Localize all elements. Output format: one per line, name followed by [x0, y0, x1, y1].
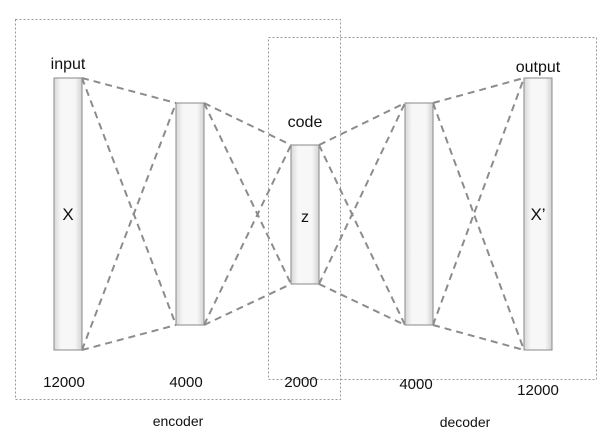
connection-decoder-to-output-bottom-bottom: [432, 324, 525, 351]
connection-encoder-to-code-top-top: [203, 102, 292, 146]
connection-encoder-to-code-top-bottom: [203, 102, 292, 285]
connection-code-to-decoder-bottom-top: [318, 102, 406, 285]
connection-code-to-decoder-top-top: [318, 102, 406, 146]
input-layer-size: 12000: [43, 374, 85, 391]
output-layer-box: [523, 77, 553, 351]
connection-code-to-decoder-bottom-bottom: [318, 283, 406, 326]
code-layer-box: [290, 144, 320, 285]
output-layer-title: output: [516, 59, 561, 76]
connection-lines: [81, 77, 525, 351]
connection-input-to-encoder-bottom-top: [81, 102, 177, 351]
connection-encoder-to-code-bottom-bottom: [203, 283, 292, 326]
code-symbol: z: [301, 209, 309, 226]
decoder-hidden-layer-size: 4000: [399, 376, 432, 393]
decoder-region: [268, 37, 597, 380]
connection-decoder-to-output-bottom-top: [432, 77, 525, 326]
encoder-region: [15, 19, 341, 400]
output-layer-size: 12000: [517, 382, 559, 399]
connection-decoder-to-output-top-top: [432, 77, 525, 104]
connection-decoder-to-output-top-bottom: [432, 102, 525, 351]
encoder-hidden-layer-size: 4000: [169, 374, 202, 391]
connection-encoder-to-code-bottom-top: [203, 144, 292, 326]
encoder-label: encoder: [153, 413, 204, 429]
encoder-hidden-layer-box: [175, 102, 205, 326]
input-layer-title: input: [51, 56, 86, 73]
decoder-hidden-layer-box: [404, 102, 434, 326]
input-symbol: X: [62, 205, 73, 224]
output-symbol: X’: [530, 205, 545, 224]
connection-input-to-encoder-top-bottom: [81, 77, 177, 326]
code-layer-size: 2000: [284, 374, 317, 391]
connection-code-to-decoder-top-bottom: [318, 144, 406, 326]
code-layer-title: code: [288, 114, 323, 131]
connection-input-to-encoder-top-top: [81, 77, 177, 104]
input-layer-box: [53, 77, 83, 351]
decoder-label: decoder: [440, 414, 491, 430]
connection-input-to-encoder-bottom-bottom: [81, 324, 177, 351]
